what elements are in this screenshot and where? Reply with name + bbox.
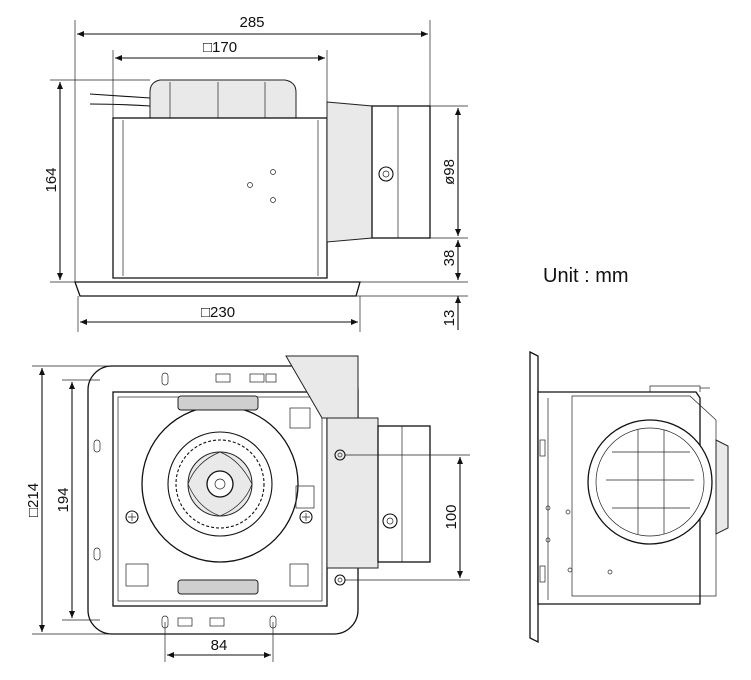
bottom-view xyxy=(87,355,431,635)
unit-label: Unit : mm xyxy=(543,265,629,287)
dim-mount-spacing: 84 xyxy=(211,637,228,654)
dim-height: 164 xyxy=(43,167,60,192)
dim-duct-offset: 38 xyxy=(441,250,458,267)
side-view xyxy=(74,79,431,297)
perspective-view xyxy=(529,350,729,644)
dim-top-square: □170 xyxy=(203,39,237,56)
dim-bottom-square: □214 xyxy=(25,483,42,517)
dim-overall-width: 285 xyxy=(239,14,264,31)
dim-duct-spacing: 100 xyxy=(443,504,460,529)
side-view-dimensions: 285 □170 164 ø98 38 13 □230 xyxy=(43,14,468,332)
dim-grille-thickness: 13 xyxy=(441,310,458,327)
dim-inner-height: 194 xyxy=(55,487,72,512)
bottom-view-dimensions: □214 194 100 84 xyxy=(25,365,470,662)
dim-duct-diameter: ø98 xyxy=(441,159,458,185)
dim-grille-square: □230 xyxy=(201,304,235,321)
